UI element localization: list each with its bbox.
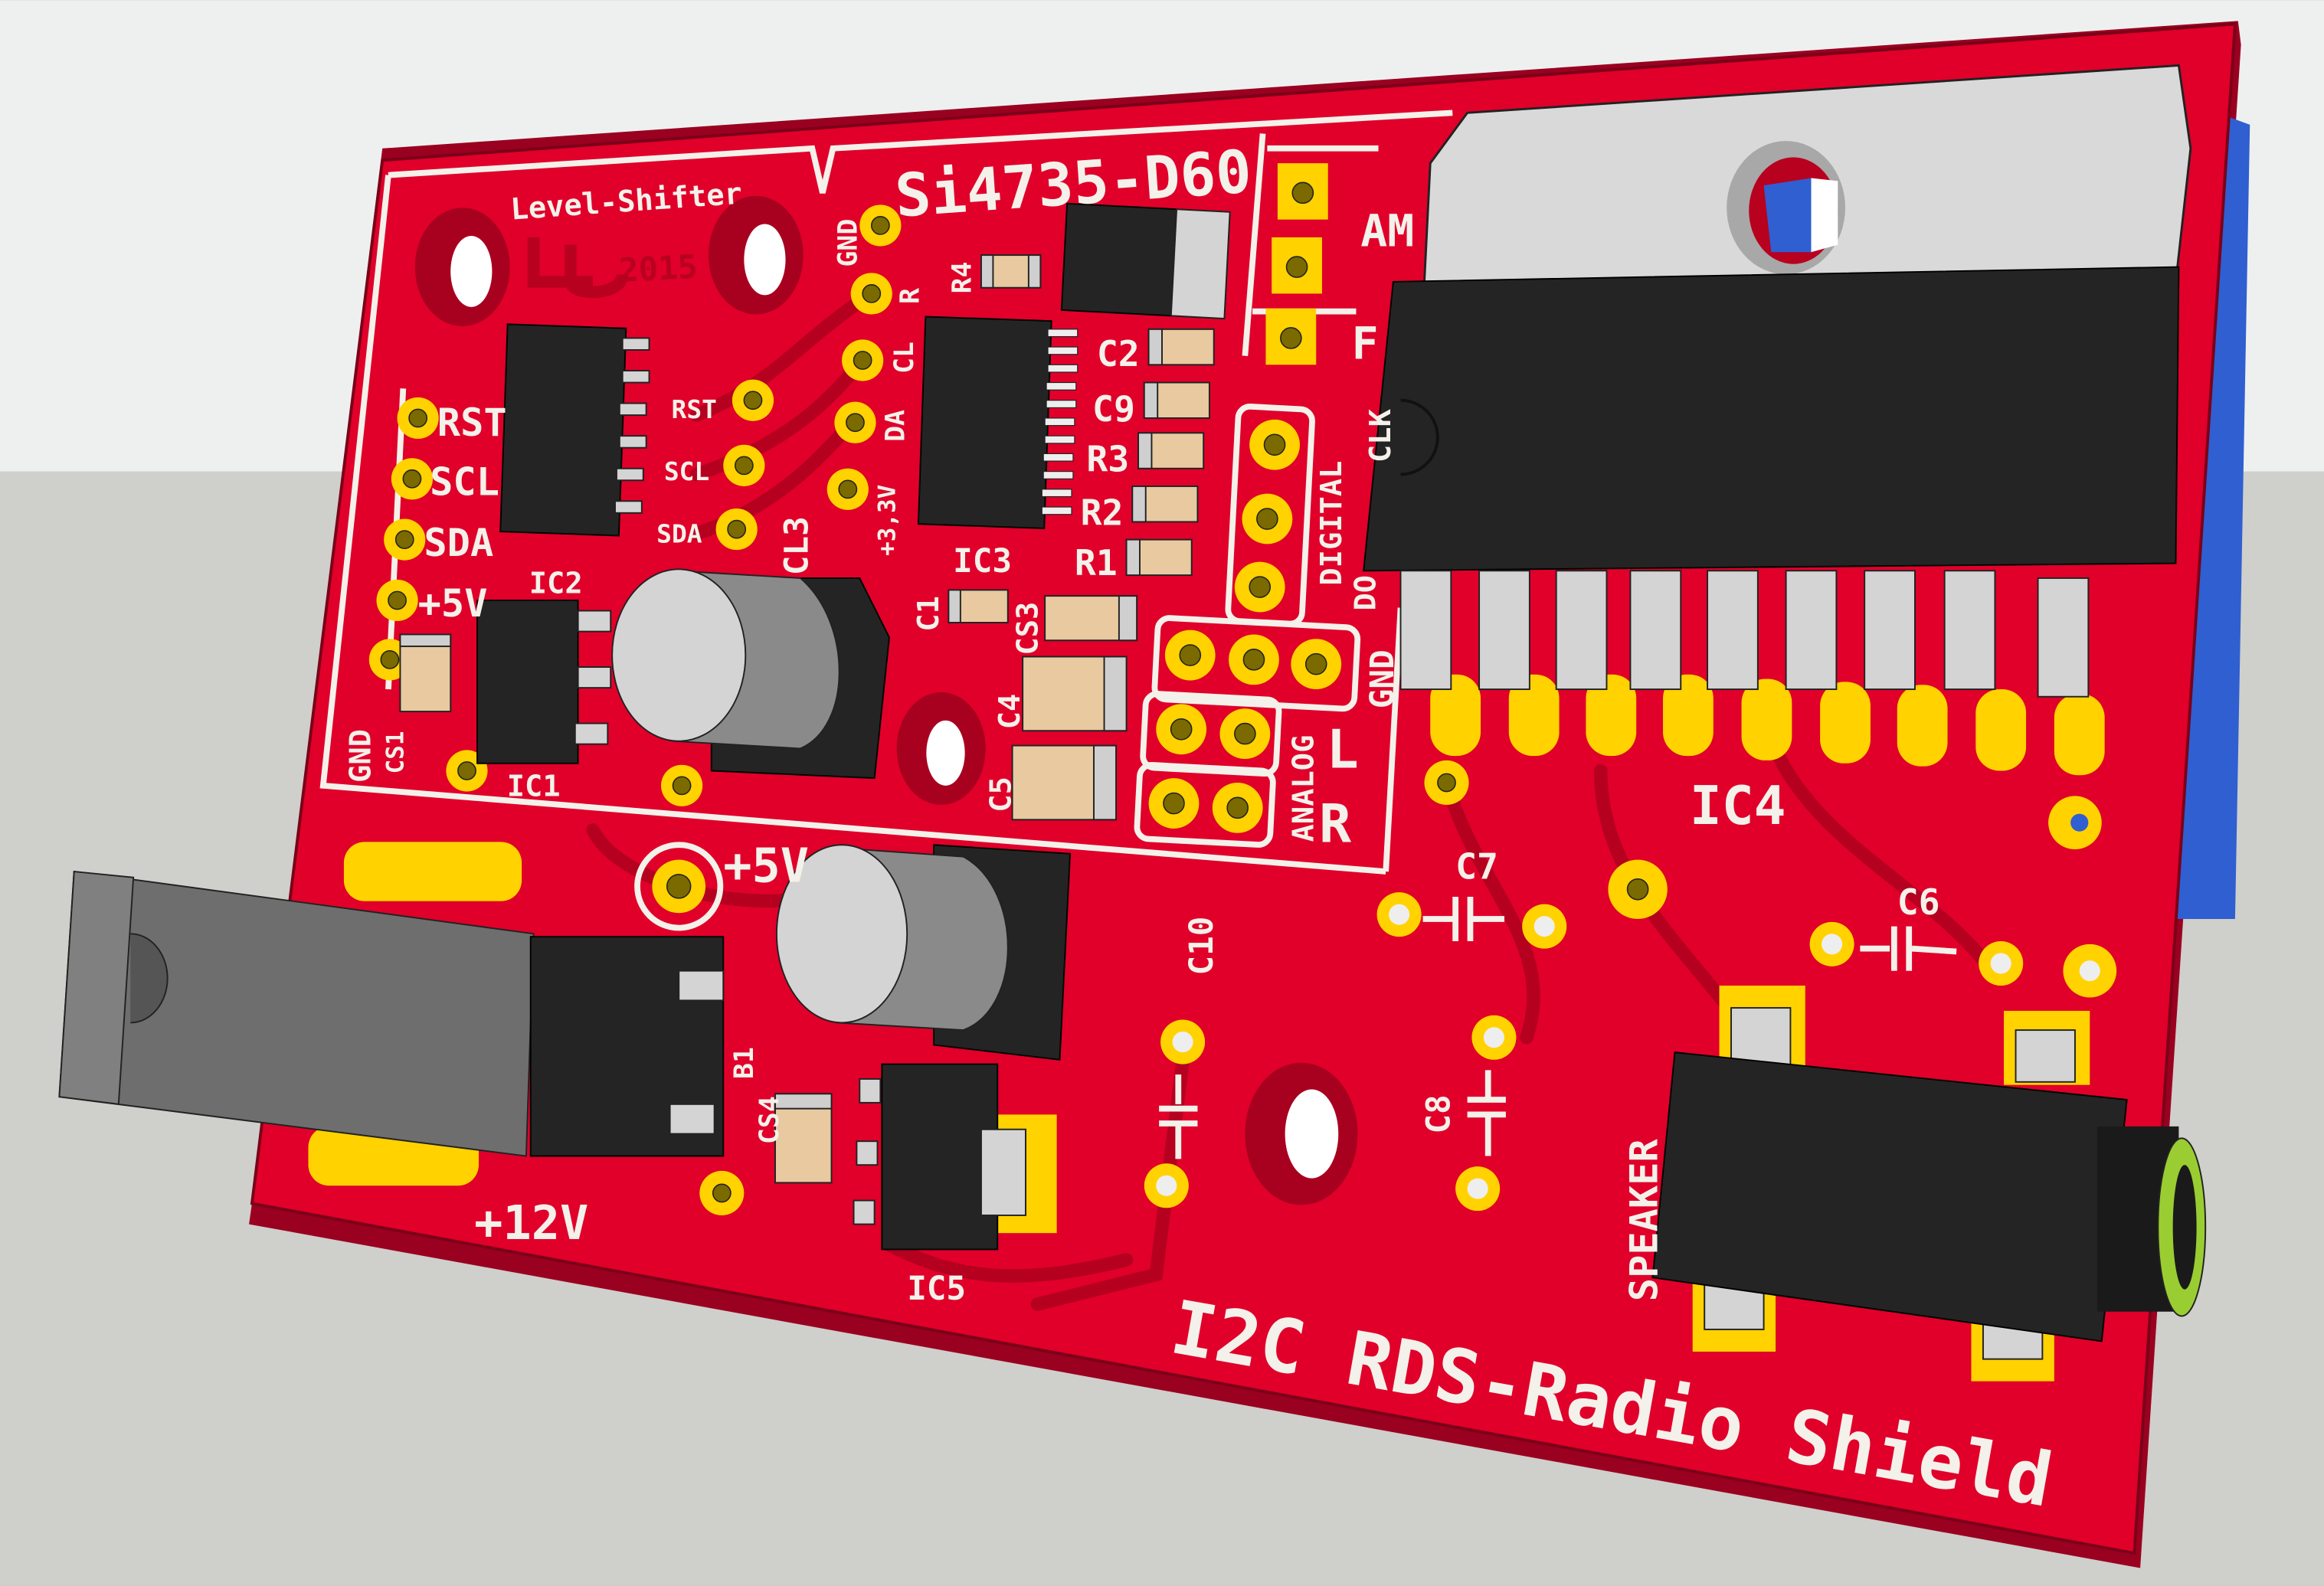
ic1-regulator — [476, 599, 612, 764]
label-fm: F — [1352, 318, 1379, 370]
label-r4: R4 — [947, 262, 977, 294]
dc-power-jack — [58, 842, 535, 1186]
ic3-si4735-chip — [917, 316, 1079, 529]
electrolytic-capacitor-2 — [775, 844, 1072, 1061]
am-fm-header — [1265, 163, 1328, 365]
label-cl-pin: CL — [889, 342, 920, 374]
label-digital: DIGITAL — [1314, 461, 1349, 586]
misc-pads — [446, 750, 2117, 1215]
label-ic5: IC5 — [907, 1270, 966, 1308]
electrolytic-capacitor-1 — [611, 568, 890, 780]
level-shifter-pads — [715, 379, 774, 551]
label-c8: C8 — [1419, 1094, 1458, 1133]
mounting-holes — [414, 195, 1358, 1205]
mounting-hole — [450, 235, 493, 307]
mounting-hole — [744, 224, 786, 296]
label-c10: C10 — [1183, 917, 1221, 976]
label-r-pin: R — [895, 288, 926, 304]
digital-header — [1234, 419, 1300, 613]
label-rst-left: RST — [437, 400, 507, 445]
ic4-heatsink — [1422, 64, 2192, 313]
label-c9: C9 — [1092, 388, 1135, 430]
label-gnd-top: GND — [833, 219, 863, 267]
label-c4: C4 — [993, 694, 1027, 730]
label-12v: +12V — [474, 1195, 588, 1251]
label-3v3: +3,3V — [874, 485, 902, 556]
capacitor-symbols — [1159, 896, 1957, 1159]
label-r3: R3 — [1086, 439, 1129, 480]
label-b1: B1 — [729, 1047, 760, 1079]
label-l: L — [1327, 719, 1359, 781]
label-c5: C5 — [984, 777, 1019, 813]
speaker-audio-jack — [1651, 986, 2207, 1382]
label-ic2: IC2 — [529, 566, 583, 600]
through-hole-pads — [368, 163, 2117, 1215]
label-c2: C2 — [1097, 333, 1140, 374]
label-5v-left: +5V — [418, 580, 488, 626]
ic4-amplifier-chip — [1363, 266, 2180, 776]
b1-bridge-rectifier — [529, 936, 725, 1157]
label-scl-left: SCL — [430, 459, 499, 505]
logo-year: 2015 — [618, 248, 699, 290]
ic4-pins — [1399, 570, 2105, 776]
smd-passives — [399, 254, 1215, 1184]
label-cs3: CS3 — [1010, 602, 1045, 656]
label-r: R — [1319, 793, 1351, 855]
label-gnd-right: GND — [1363, 649, 1402, 708]
label-ic1: IC1 — [507, 769, 561, 803]
label-ic3: IC3 — [953, 542, 1012, 580]
label-5v-mid: +5V — [723, 839, 809, 894]
label-sda-right: SDA — [656, 518, 702, 548]
label-r2: R2 — [1081, 492, 1124, 533]
label-analog: ANALOG — [1286, 735, 1321, 842]
label-am: AM — [1360, 205, 1414, 257]
label-cs1: CS1 — [381, 731, 409, 773]
label-cl3: CL3 — [778, 516, 817, 575]
label-scl-right: SCL — [664, 456, 709, 486]
mounting-hole — [1285, 1089, 1339, 1179]
label-sda-left: SDA — [424, 520, 493, 565]
crystal-end — [1170, 208, 1231, 320]
label-gnd-left: GND — [344, 729, 378, 783]
lg-logo: 2015 — [527, 237, 699, 299]
label-c6: C6 — [1897, 881, 1940, 923]
analog-header — [1148, 629, 1342, 833]
ic5-regulator — [853, 1063, 1057, 1251]
silkscreen-outlines — [319, 110, 1453, 931]
label-cs4: CS4 — [754, 1096, 785, 1144]
label-clk: CLK — [1363, 408, 1398, 463]
label-c7: C7 — [1455, 846, 1498, 888]
ic2-level-shifter-chip — [499, 323, 650, 537]
label-speaker: SPEAKER — [1621, 1138, 1666, 1301]
label-da-pin: DA — [880, 410, 911, 442]
mounting-hole — [926, 720, 965, 786]
label-r1: R1 — [1075, 542, 1118, 584]
label-ic4: IC4 — [1690, 775, 1786, 837]
label-do: DO — [1349, 575, 1383, 611]
label-c1: C1 — [912, 596, 946, 632]
si4735-pads — [826, 204, 902, 510]
label-rst-right: RST — [672, 394, 717, 424]
